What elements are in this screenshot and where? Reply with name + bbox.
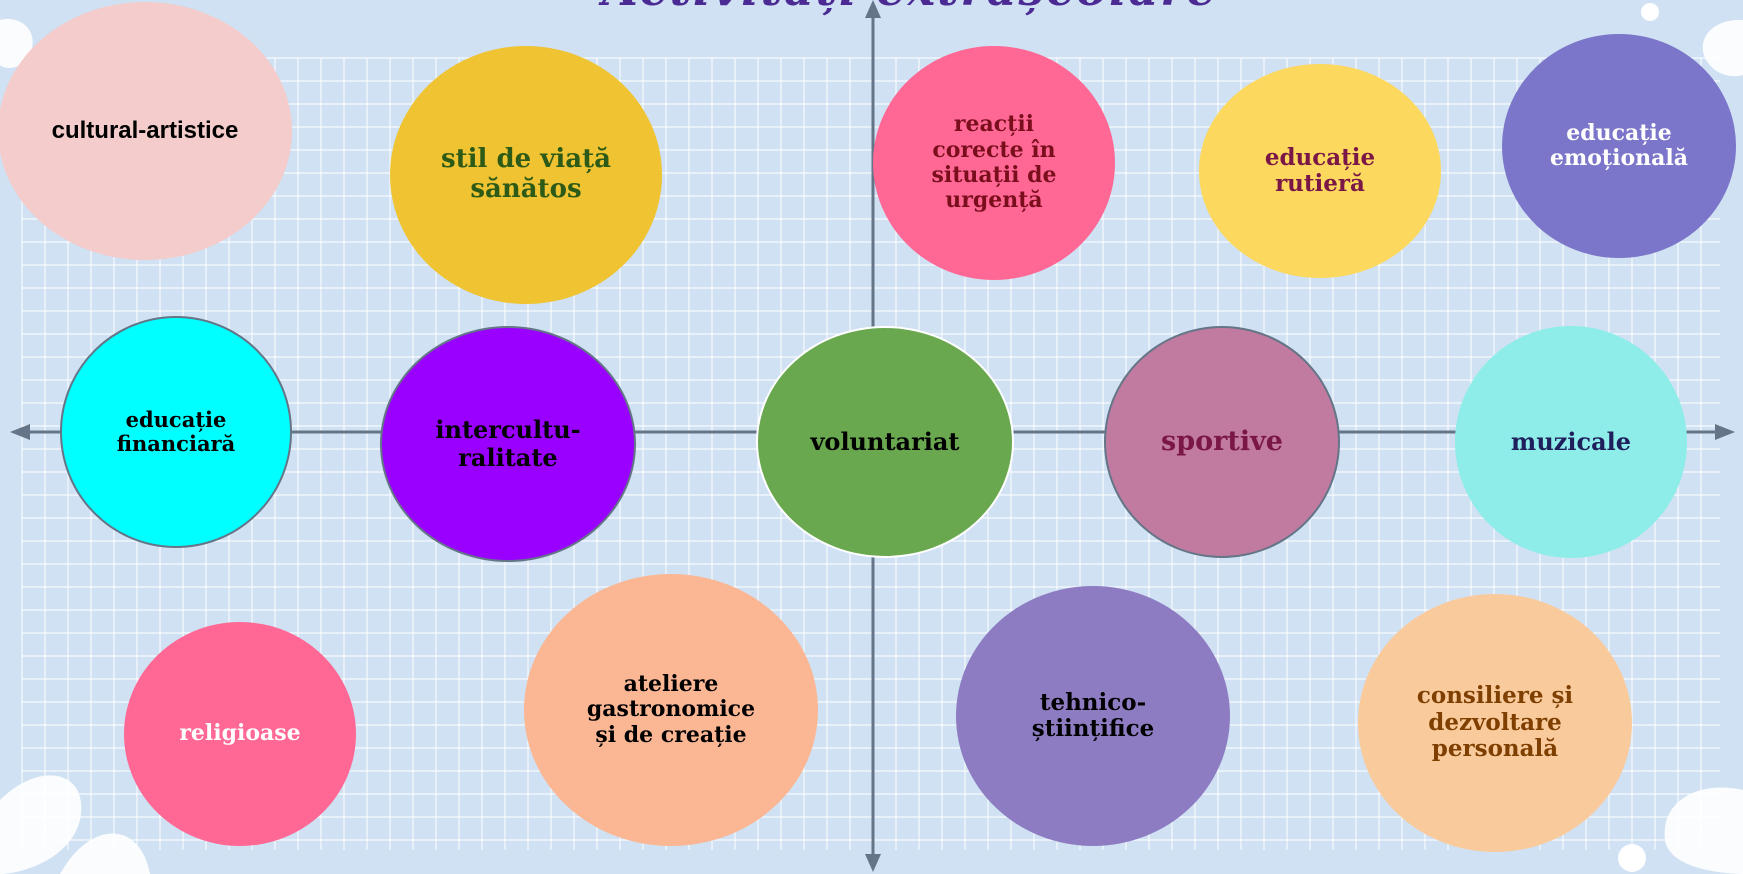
bubble-muzicale: muzicale <box>1455 326 1687 558</box>
label-educatie-rutiera: educație rutieră <box>1264 143 1376 197</box>
arrow-right-icon <box>1715 424 1735 440</box>
bubble-educatie-rutiera: educație rutieră <box>1199 64 1441 278</box>
bubble-educatie-emotionala: educație emoțională <box>1502 34 1736 258</box>
label-muzicale: muzicale <box>1510 427 1632 457</box>
bubble-educatie-financiara: educație financiară <box>60 316 292 548</box>
label-tehnico-stiintifice: tehnico- științifice <box>1031 688 1155 742</box>
label-educatie-emotionala: educație emoțională <box>1549 119 1688 171</box>
label-stil-de-viata-sanatos: stil de viață sănătos <box>441 144 611 204</box>
bubble-stil-de-viata-sanatos: stil de viață sănătos <box>390 46 662 304</box>
label-reactii-corecte: reacții corecte în situații de urgență <box>931 111 1057 214</box>
bubble-religioase: religioase <box>124 622 356 846</box>
label-cultural-artistice: cultural-artistice <box>51 117 239 145</box>
bubble-interculturalitate: intercultu- ralitate <box>380 326 636 562</box>
bubble-tehnico-stiintifice: tehnico- științifice <box>956 586 1230 846</box>
arrow-down-icon <box>865 854 881 872</box>
bubble-reactii-corecte: reacții corecte în situații de urgență <box>873 46 1115 280</box>
label-consiliere: consiliere și dezvoltare personală <box>1416 682 1574 763</box>
bubble-cultural-artistice: cultural-artistice <box>0 2 292 260</box>
bubble-sportive: sportive <box>1104 326 1340 558</box>
bubble-ateliere-gastronomice: ateliere gastronomice și de creație <box>524 574 818 846</box>
label-interculturalitate: intercultu- ralitate <box>435 415 581 472</box>
bubble-consiliere: consiliere și dezvoltare personală <box>1358 594 1632 852</box>
label-voluntariat: voluntariat <box>810 427 960 457</box>
decorative-swirls <box>0 3 1743 874</box>
label-ateliere-gastronomice: ateliere gastronomice și de creație <box>586 671 756 748</box>
diagram-title: Activități extrașcolare <box>600 0 1220 16</box>
label-educatie-financiara: educație financiară <box>116 406 236 456</box>
arrow-up-icon <box>865 0 881 18</box>
label-sportive: sportive <box>1161 426 1283 458</box>
label-religioase: religioase <box>179 720 301 747</box>
bubble-voluntariat: voluntariat <box>756 326 1014 558</box>
arrow-left-icon <box>10 424 30 440</box>
